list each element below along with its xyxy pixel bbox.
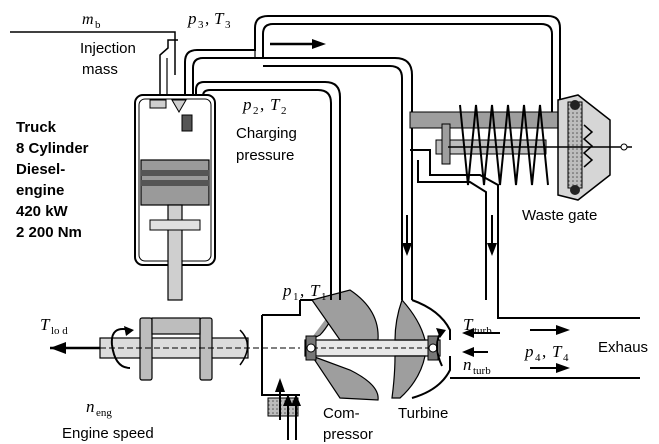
engine-speed-label: Engine speed (62, 425, 154, 442)
compressor-label-1: Com- (323, 405, 360, 422)
t2-symbol: T (270, 95, 281, 114)
label-neng: n eng (86, 397, 112, 419)
t4-symbol: T (552, 342, 563, 361)
exhaust-down-pipe (255, 57, 413, 300)
truck-spec-line: 2 200 Nm (16, 224, 82, 241)
t3-subscript: 3 (225, 19, 231, 31)
truck-spec-line: Diesel- (16, 161, 65, 178)
waste-gate-valve (435, 94, 632, 201)
exhaust-manifold-pipe (184, 15, 561, 112)
truck-spec-line: 420 kW (16, 203, 69, 220)
t2-subscript: 2 (281, 105, 287, 117)
injection-line (10, 31, 178, 95)
charging-label-1: Charging (236, 125, 297, 142)
svg-text:,: , (542, 342, 546, 361)
label-p2-t2: p 2 , T 2 (242, 95, 287, 117)
tload-symbol: T (40, 315, 51, 334)
p4-symbol: p (524, 342, 534, 361)
p2-symbol: p (242, 95, 252, 114)
tturb-symbol: T (463, 315, 474, 334)
injection-label-1: Injection (80, 40, 136, 57)
label-tload: T lo d (40, 315, 68, 337)
turbine (391, 298, 640, 399)
compressor (261, 289, 379, 440)
compressor-label-2: pressor (323, 426, 373, 443)
nturb-symbol: n (463, 355, 472, 374)
label-p4-t4: p 4 , T 4 (524, 342, 569, 364)
label-p3-t3: p 3 , T 3 (187, 9, 231, 31)
p1-symbol: p (282, 281, 292, 300)
t1-subscript: 1 (321, 291, 327, 303)
flow-arrow-top (270, 39, 326, 49)
turbo-shaft (304, 335, 441, 361)
label-tturb: T turb (463, 315, 492, 337)
engine-block (134, 94, 216, 301)
t1-symbol: T (310, 281, 321, 300)
turbine-label: Turbine (398, 405, 448, 422)
p3-symbol: p (187, 9, 197, 28)
mb-symbol: m (82, 11, 94, 28)
p3-subscript: 3 (198, 19, 204, 31)
nturb-subscript: turb (473, 365, 491, 377)
label-mb: m b (82, 11, 101, 31)
svg-text:,: , (205, 9, 209, 28)
label-nturb: n turb (463, 355, 491, 377)
label-p1-t1: p 1 , T 1 (282, 281, 327, 303)
truck-spec-line: 8 Cylinder (16, 140, 89, 157)
waste-gate-label: Waste gate (522, 207, 597, 224)
svg-text:,: , (300, 281, 304, 300)
exhaust-label: Exhaus (598, 339, 648, 356)
tload-subscript: lo d (51, 325, 68, 337)
truck-spec-line: engine (16, 182, 64, 199)
neng-symbol: n (86, 397, 95, 416)
compressor-outlet-pipe (330, 290, 341, 300)
crankshaft (50, 317, 300, 381)
svg-text:,: , (260, 95, 264, 114)
truck-spec-block: Truck 8 Cylinder Diesel- engine 420 kW 2… (16, 119, 89, 241)
p4-subscript: 4 (535, 352, 541, 364)
p1-subscript: 1 (293, 291, 299, 303)
tturb-subscript: turb (474, 325, 492, 337)
injection-label-2: mass (82, 61, 118, 78)
mb-subscript: b (95, 19, 101, 31)
charging-label-2: pressure (236, 147, 294, 164)
charging-air-pipe (195, 81, 341, 290)
t3-symbol: T (214, 9, 225, 28)
neng-subscript: eng (96, 407, 112, 419)
truck-spec-line: Truck (16, 119, 57, 136)
t4-subscript: 4 (563, 352, 569, 364)
p2-subscript: 2 (253, 105, 259, 117)
